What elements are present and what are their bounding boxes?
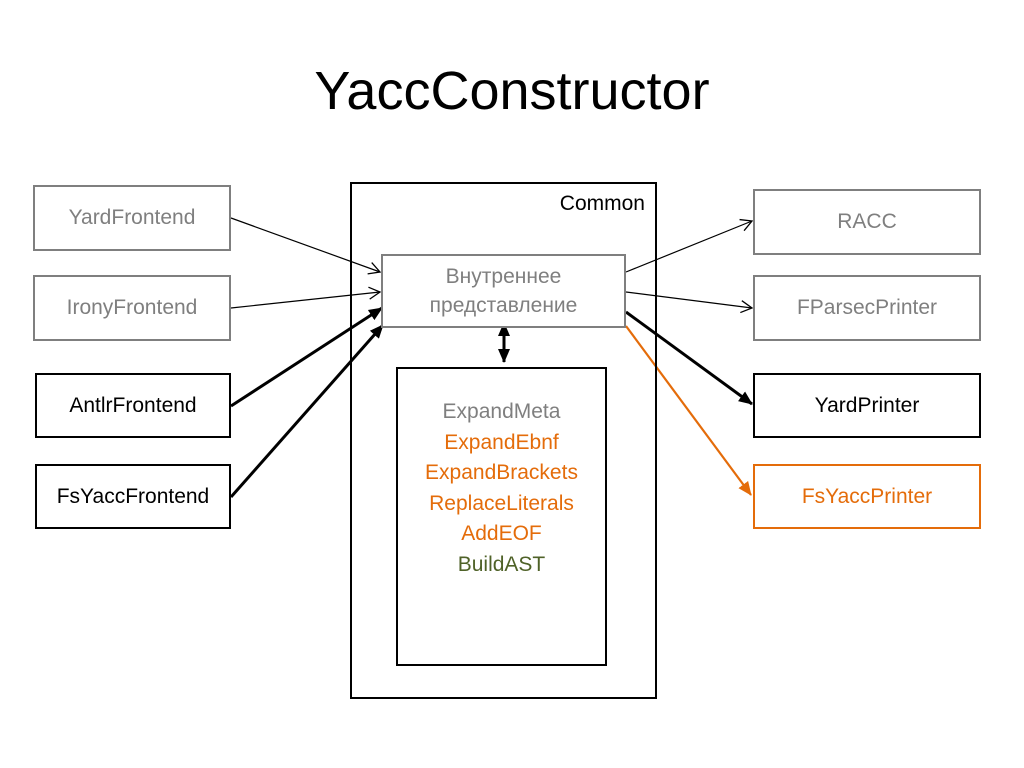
printer-box-fparsec: FParsecPrinter (753, 275, 981, 341)
pipeline-step: BuildAST (457, 552, 546, 576)
arrow-fsyacc-frontend (229, 324, 385, 498)
pipeline-step: ExpandBrackets (425, 461, 578, 484)
common-label: Common (559, 192, 645, 215)
internal-representation-line2: представление (429, 294, 578, 317)
frontend-box-yard: YardFrontend (33, 185, 231, 251)
frontend-box-irony: IronyFrontend (33, 275, 231, 341)
arrow-fparsec-printer (625, 291, 754, 314)
arrow-yard-frontend (230, 217, 382, 275)
printer-box-yard: YardPrinter (753, 373, 981, 438)
pipeline-step: AddEOF (461, 522, 542, 545)
pipeline-step: ReplaceLiterals (429, 491, 574, 515)
frontend-label: IronyFrontend (66, 296, 198, 319)
common-module: Common (350, 182, 657, 699)
printer-label: YardPrinter (814, 393, 920, 417)
printer-label: RACC (837, 210, 897, 233)
arrow-fsyacc-printer (625, 325, 752, 496)
internal-representation-box: Внутреннее представление (381, 254, 626, 328)
slide-title: YaccConstructor (314, 61, 710, 121)
frontend-label: FsYaccFrontend (56, 484, 210, 508)
frontend-box-fsyacc: FsYaccFrontend (35, 464, 231, 529)
conversion-pipeline-list: ExpandMeta ExpandEbnf ExpandBrackets Rep… (398, 397, 605, 580)
arrow-antlr-frontend (230, 306, 383, 408)
internal-representation-line1: Внутреннее (445, 265, 562, 288)
printer-label: FParsecPrinter (796, 296, 938, 319)
printer-label: FsYaccPrinter (801, 484, 933, 508)
frontend-box-antlr: AntlrFrontend (35, 373, 231, 438)
printer-box-racc: RACC (753, 189, 981, 255)
frontend-label: YardFrontend (68, 206, 196, 229)
frontend-label: AntlrFrontend (69, 393, 197, 417)
conversion-pipeline-box: ExpandMeta ExpandEbnf ExpandBrackets Rep… (396, 367, 607, 666)
arrow-racc (625, 218, 754, 273)
arrow-irony-frontend (230, 286, 382, 309)
pipeline-step: ExpandEbnf (444, 430, 559, 454)
arrow-yard-printer (625, 310, 753, 406)
printer-box-fsyacc: FsYaccPrinter (753, 464, 981, 529)
pipeline-step: ExpandMeta (442, 400, 561, 423)
